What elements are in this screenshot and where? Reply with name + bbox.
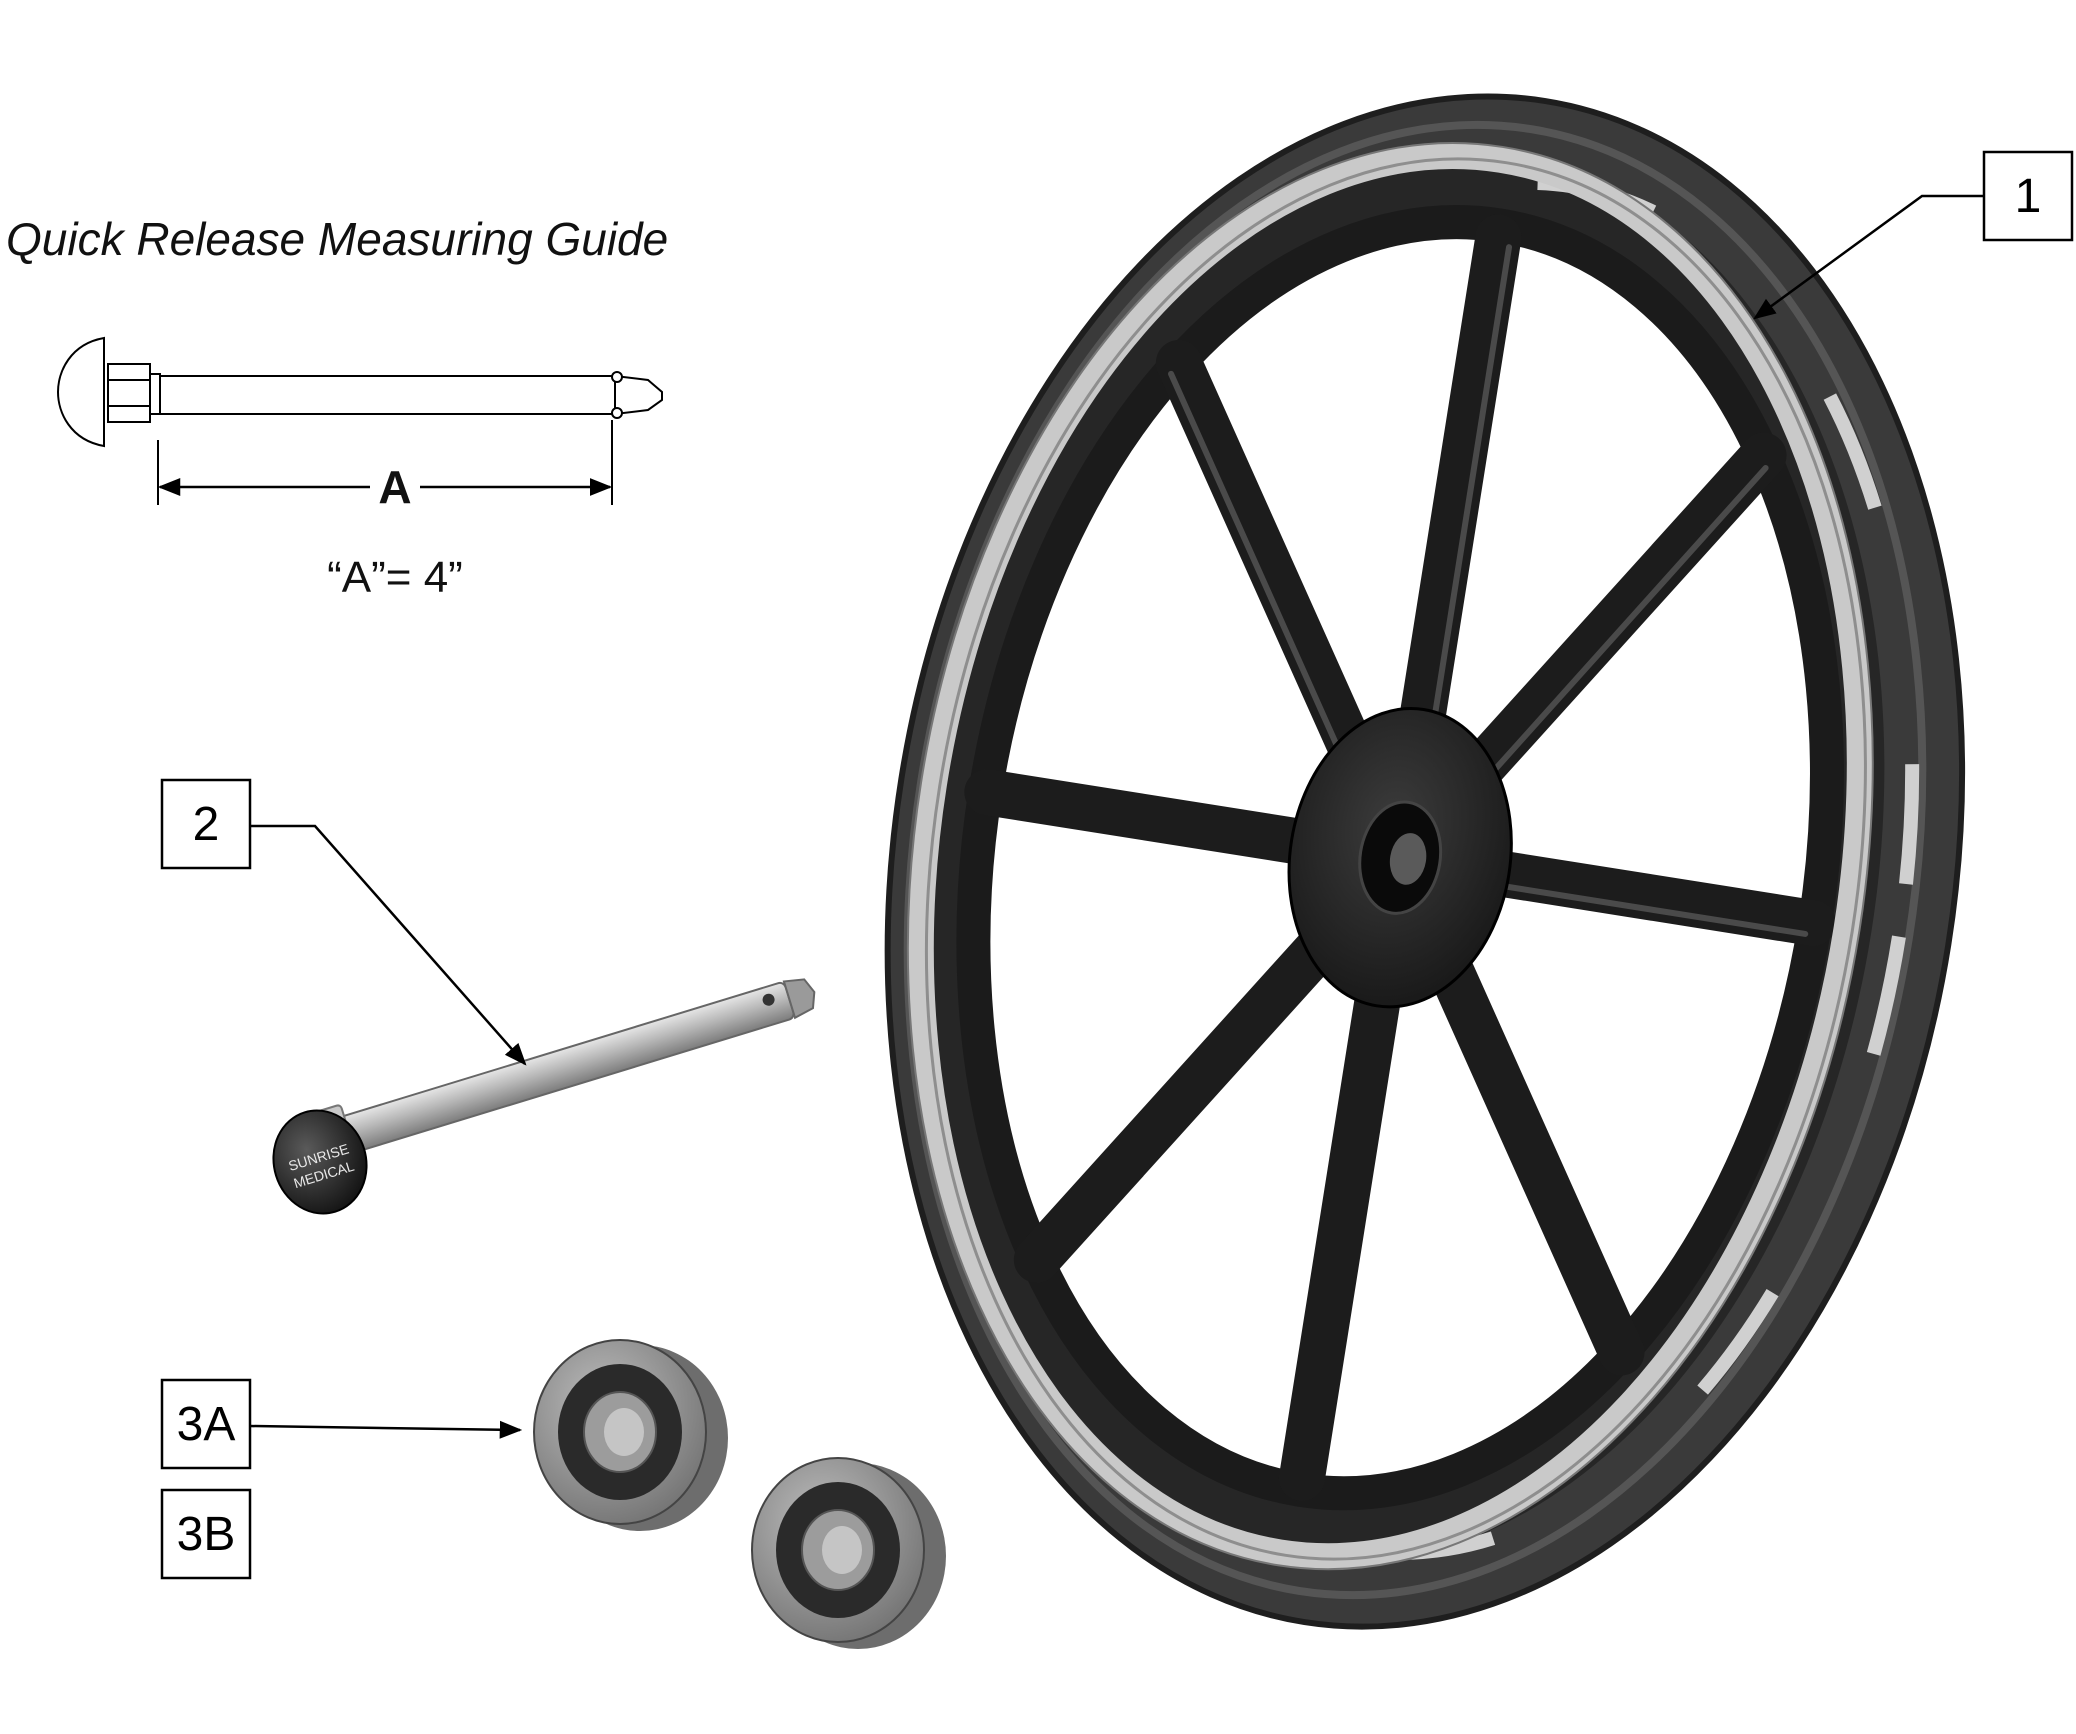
svg-text:2: 2 bbox=[193, 798, 220, 851]
rear-wheel bbox=[884, 93, 1966, 1630]
axle-knob bbox=[272, 1109, 368, 1215]
callout-2: 2 bbox=[160, 778, 527, 1066]
bearing-3a bbox=[533, 1339, 728, 1531]
dimension-a: A bbox=[157, 420, 613, 513]
guide-axle-drawing bbox=[56, 336, 663, 448]
callout-3a: 3A bbox=[160, 1378, 523, 1470]
callout-1: 1 bbox=[1753, 150, 2074, 320]
svg-text:1: 1 bbox=[2015, 170, 2042, 223]
guide-title: Quick Release Measuring Guide bbox=[6, 213, 668, 265]
measuring-guide: Quick Release Measuring Guide A “A bbox=[6, 213, 668, 602]
dimension-label: A bbox=[378, 461, 411, 513]
quick-release-axle: SUNRISE MEDICAL bbox=[272, 978, 816, 1215]
axle-shaft bbox=[334, 981, 795, 1155]
svg-text:3B: 3B bbox=[177, 1508, 236, 1561]
svg-text:3A: 3A bbox=[177, 1398, 236, 1451]
dimension-value: “A”= 4” bbox=[327, 553, 463, 602]
handrim bbox=[907, 143, 1873, 1570]
bearing-3b bbox=[751, 1457, 946, 1649]
callout-3b: 3B bbox=[160, 1488, 252, 1580]
